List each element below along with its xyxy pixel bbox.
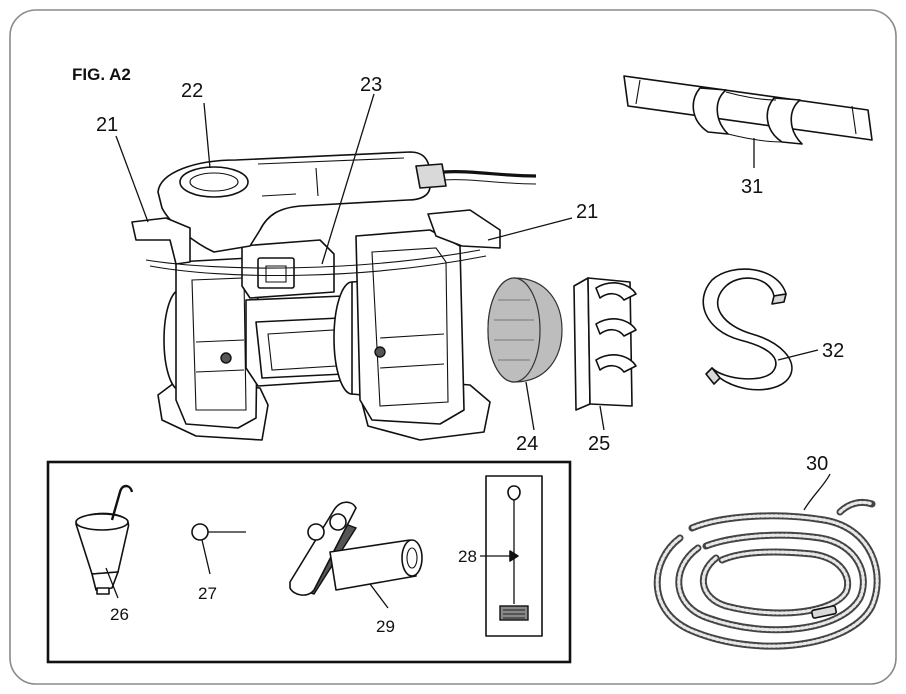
compressor-unit [131, 151, 537, 441]
part-29-adapter [289, 501, 423, 596]
part-32-s-hook [702, 268, 793, 391]
handle-cord-grip [415, 163, 447, 189]
label-28: 28 [458, 547, 477, 566]
power-cord [443, 170, 537, 178]
leader-30 [803, 473, 831, 511]
part-27-needle [191, 523, 246, 541]
part-30-hose-coil [653, 498, 881, 650]
part-31-strap [623, 75, 873, 145]
hose-end-fitting [811, 605, 837, 619]
leader-23 [321, 93, 375, 265]
leader-21-left [115, 135, 149, 223]
label-26: 26 [110, 605, 129, 624]
label-32: 32 [822, 340, 844, 362]
label-24: 24 [516, 433, 538, 455]
label-21-right: 21 [576, 201, 598, 223]
leader-24 [525, 381, 535, 431]
leader-22 [203, 102, 211, 169]
label-25: 25 [588, 433, 610, 455]
label-27: 27 [198, 584, 217, 603]
label-30: 30 [806, 453, 828, 475]
right-hook-arm [427, 209, 501, 249]
figure-title: FIG. A2 [72, 65, 131, 84]
pressure-gauge-dial [179, 166, 249, 198]
label-23: 23 [360, 74, 382, 96]
leader-27 [201, 539, 211, 575]
part-25-holder [573, 277, 637, 411]
left-hook-arm [131, 217, 191, 265]
part-26-cup [75, 484, 134, 595]
leader-32 [777, 349, 819, 361]
leader-25 [599, 405, 605, 431]
label-21-left: 21 [96, 114, 118, 136]
label-22: 22 [181, 80, 203, 102]
leader-21-right [487, 217, 573, 241]
leader-26 [105, 567, 119, 599]
accessories-inset-box [46, 460, 572, 664]
part-24-filter [487, 277, 563, 383]
label-29: 29 [376, 617, 395, 636]
leader-29 [369, 583, 389, 609]
label-31: 31 [741, 176, 763, 198]
arrow-28 [509, 550, 519, 562]
